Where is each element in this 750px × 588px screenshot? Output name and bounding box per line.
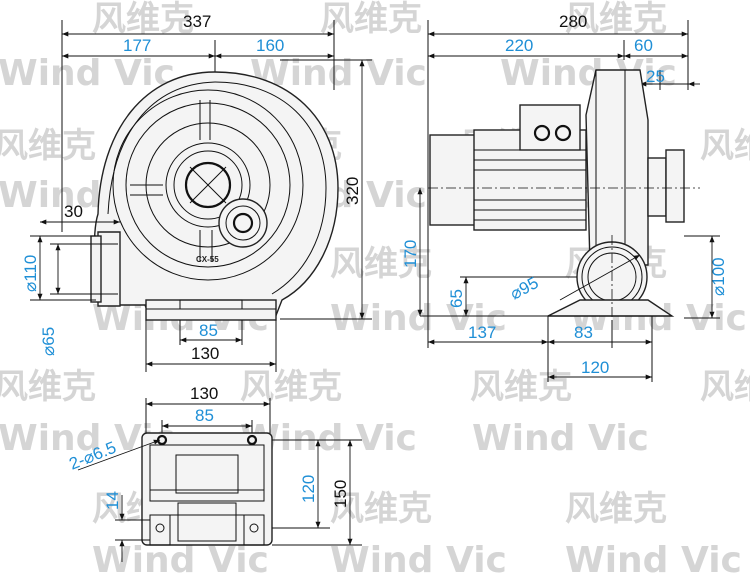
dim-slot-offset: 14 <box>103 491 122 510</box>
dim-height: 320 <box>343 177 362 205</box>
watermark-cn: 风维克 <box>0 367 96 407</box>
dim-base-depth-inner: 120 <box>299 475 318 503</box>
dim-base-depth-outer: 150 <box>331 480 350 508</box>
dim-outlet-depth: 30 <box>64 202 83 221</box>
watermark-cn: 风维克 <box>320 0 422 39</box>
dim-motor-length: 220 <box>505 36 533 55</box>
watermark-cn: 风维克 <box>0 126 96 166</box>
watermark-en: Wind Vic <box>330 540 507 581</box>
dim-foot-outer: 120 <box>581 358 609 377</box>
watermark-en: Wind Vic <box>500 53 677 94</box>
dim-inlet-flange: ⌀100 <box>709 257 728 296</box>
watermark-en: Wind Vic <box>472 418 649 459</box>
watermark-cn: 风维克 <box>700 367 750 407</box>
dim-shaft-height: 170 <box>401 240 420 268</box>
dim-outlet-flange: ⌀110 <box>21 255 40 292</box>
watermark-en: Wind Vic <box>0 53 175 94</box>
dim-inlet-circle: ⌀95 <box>507 273 542 303</box>
dim-right-width: 160 <box>256 36 284 55</box>
dim-left-width: 177 <box>123 36 151 55</box>
dim-motor-to-foot: 137 <box>468 323 496 342</box>
dim-foot-height: 65 <box>447 289 466 308</box>
watermark-en: Wind Vic <box>565 540 742 581</box>
watermark-en: Wind Vic <box>92 540 269 581</box>
dim-base-outer: 130 <box>191 344 219 363</box>
dim-base-inner: 85 <box>199 321 218 340</box>
watermark-cn: 风维克 <box>330 244 432 284</box>
base-view: 130 85 2-⌀6.5 120 150 14 <box>66 384 362 562</box>
dim-overall-width: 337 <box>183 12 211 31</box>
watermark-cn: 风维克 <box>700 126 750 166</box>
dim-overall-length: 280 <box>559 12 587 31</box>
dim-base-width-outer: 130 <box>190 384 218 403</box>
watermark-cn: 风维克 <box>470 367 572 407</box>
front-view: 337 177 160 320 CX-55 <box>21 12 372 372</box>
dim-outlet-bore: ⌀65 <box>39 327 58 356</box>
watermark-cn: 风维克 <box>92 0 194 39</box>
dim-blower-width: 60 <box>634 36 653 55</box>
side-view: 280 220 60 25 <box>401 12 728 382</box>
dim-hole-spacing: 85 <box>195 406 214 425</box>
dim-inlet-length: 25 <box>646 67 665 86</box>
watermark-cn: 风维克 <box>330 489 432 529</box>
watermark-cn: 风维克 <box>240 367 342 407</box>
model-label: CX-55 <box>196 255 219 264</box>
watermark-cn: 风维克 <box>565 489 667 529</box>
dim-foot-inner: 83 <box>574 323 593 342</box>
